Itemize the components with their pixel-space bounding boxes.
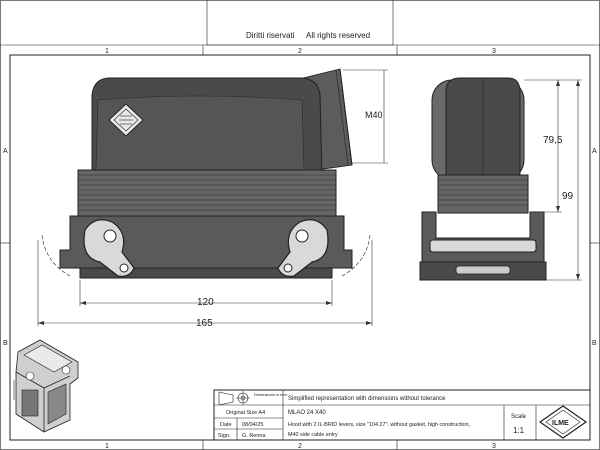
zone-col-2-bottom: 2 — [298, 443, 302, 450]
dim-height-upper: 79,5 — [524, 79, 563, 213]
zone-col-3-bottom: 3 — [492, 443, 496, 450]
dim-width-inner-label: 120 — [197, 297, 214, 308]
left-lever — [83, 219, 135, 277]
right-swing-arc — [341, 234, 371, 277]
dim-width-inner: 120 — [79, 280, 333, 308]
dim-thread: M40 — [343, 69, 388, 164]
dim-height-upper-label: 79,5 — [543, 135, 563, 146]
original-size: Original Size A4 — [226, 410, 265, 416]
zone-row-b-left: B — [3, 340, 8, 347]
zone-row-b-right: B — [592, 340, 597, 347]
side-view — [419, 77, 547, 281]
right-lever-pin — [283, 263, 293, 273]
projection-symbol-icon — [218, 391, 250, 406]
zone-col-2-top: 2 — [298, 48, 302, 55]
date-label: Date — [220, 422, 232, 428]
title-note: Simplified representation with dimension… — [288, 396, 446, 402]
dim-height-total-label: 99 — [562, 191, 574, 202]
scale-label: Scale — [511, 414, 527, 420]
hood-ribs — [77, 169, 337, 217]
scale-value: 1:1 — [513, 426, 525, 435]
dim-width-total: 165 — [37, 240, 373, 329]
front-view — [41, 68, 371, 279]
right-lever-pivot — [295, 229, 309, 243]
part-code: MLAO 24 X40 — [288, 410, 326, 416]
dimensions-label: Dimensions in mm — [254, 392, 288, 397]
header-left-text: Diritti riservati — [246, 31, 295, 40]
zone-row-a-right: A — [592, 148, 597, 155]
zone-col-1-bottom: 1 — [105, 443, 109, 450]
dim-thread-label: M40 — [365, 110, 383, 120]
header-right-text: All rights reserved — [306, 31, 370, 40]
side-rib-lines — [438, 179, 528, 206]
hood-base-bottom — [79, 267, 333, 279]
cable-entry-inner — [335, 69, 349, 166]
side-base-slot — [455, 265, 511, 275]
logo-text: ILME — [552, 420, 569, 427]
zone-row-a-left: A — [3, 148, 8, 155]
description-line1: Hood with 2 IL-BRID levers, size "104.27… — [288, 422, 471, 428]
date-value: 08/04/25 — [242, 422, 263, 428]
ilme-logo-icon — [108, 103, 144, 137]
dim-width-total-label: 165 — [196, 318, 213, 329]
sign-value: G. Renna — [242, 433, 266, 439]
rib-lines — [78, 174, 336, 211]
description-line2: M40 side cable entry — [288, 432, 338, 438]
hood-base — [59, 215, 353, 269]
dim-height-total: 99 — [546, 79, 582, 281]
zone-col-3-top: 3 — [492, 48, 496, 55]
left-lever-pin — [119, 263, 129, 273]
side-lever-bar — [429, 239, 537, 253]
cable-entry-edge — [339, 68, 353, 166]
right-lever — [277, 219, 329, 277]
title-block: Dimensions in mm Simplified representati… — [213, 389, 591, 441]
left-lever-pivot — [103, 229, 117, 243]
left-swing-arc — [41, 234, 71, 277]
hood-panel — [95, 95, 305, 171]
ilme-brand-logo-icon: ILME — [538, 405, 588, 439]
isometric-view — [13, 339, 79, 433]
side-lever-frame — [421, 211, 545, 263]
side-ribs — [437, 174, 529, 214]
sign-label: Sign. — [218, 433, 231, 439]
zone-col-1-top: 1 — [105, 48, 109, 55]
